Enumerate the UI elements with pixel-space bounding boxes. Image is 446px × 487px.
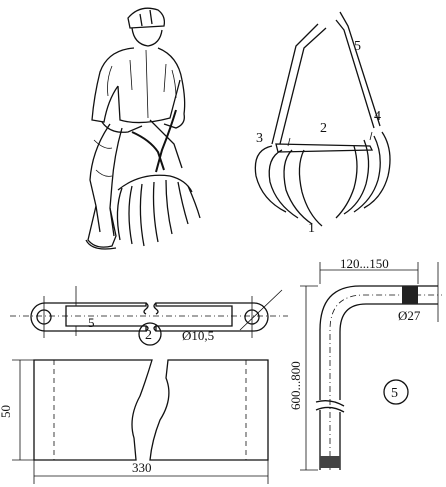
label-part-2: 2 (320, 121, 327, 136)
view-5-marker (383, 379, 409, 405)
view-2-marker (138, 322, 162, 346)
label-part-3: 3 (256, 131, 263, 146)
dim-bar-length: 330 (132, 460, 152, 475)
label-view-5: 5 (391, 386, 398, 401)
handle-drawing (300, 262, 442, 471)
label-view-2: 2 (145, 328, 152, 343)
dim-bar-width: 50 (0, 405, 13, 418)
label-part-5: 5 (354, 39, 361, 54)
crossbar-side-view (12, 359, 269, 484)
label-part-4: 4 (374, 109, 381, 124)
dim-handle-long-leg: 600...800 (288, 361, 303, 410)
dim-hole-diameter: Ø10,5 (182, 328, 214, 343)
dim-tube-diameter: Ø27 (398, 308, 421, 323)
dim-handle-short-leg: 120...150 (340, 256, 389, 271)
assembled-tool (254, 11, 391, 227)
crossbar-top-view (10, 286, 288, 338)
dim-slot-offset: 5 (88, 315, 95, 330)
worker-illustration (85, 7, 201, 250)
label-part-1: 1 (308, 221, 315, 236)
